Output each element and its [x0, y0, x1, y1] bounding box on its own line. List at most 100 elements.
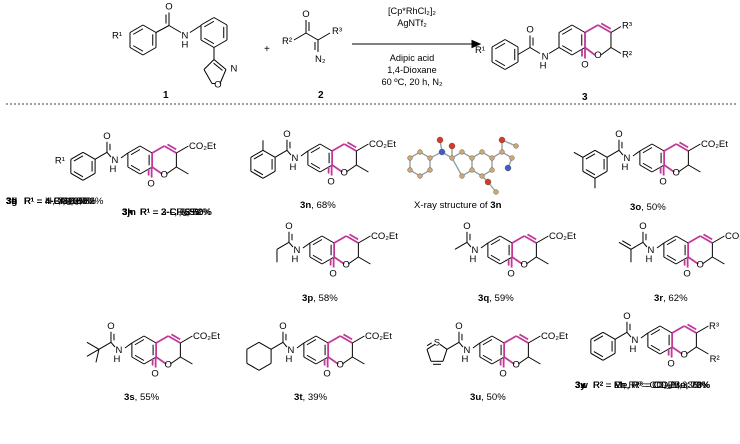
bond [203, 69, 213, 84]
bond [696, 325, 709, 334]
bond [688, 143, 701, 152]
bond [143, 335, 157, 344]
highlight-bond [327, 335, 341, 344]
xray-caption: X-ray structure of 3n [414, 200, 502, 211]
amide-oxygen: O [285, 221, 292, 232]
amide-oxygen: O [103, 131, 110, 142]
ketone-o: O [302, 9, 309, 20]
bond [274, 149, 288, 158]
xray-bond [451, 157, 463, 177]
bond [303, 335, 317, 344]
amide-n: N [464, 345, 471, 356]
amide-n: N [112, 155, 119, 166]
xray-atom [469, 155, 475, 161]
bond [253, 153, 264, 160]
compound-3q-label: 3q, 59% [478, 293, 514, 304]
xray-atom [479, 149, 485, 155]
bond [312, 254, 323, 261]
bond [307, 143, 321, 152]
bond-layer [6, 12, 736, 371]
bond [632, 150, 641, 157]
bond [358, 235, 371, 244]
amide-h: H [110, 164, 117, 175]
bond [131, 356, 145, 365]
amide-n: N [648, 245, 655, 256]
bond [529, 47, 541, 54]
ester-label: CO₂Et [371, 231, 398, 242]
bond [300, 150, 309, 157]
thiophene-s: S [434, 337, 440, 348]
ester-label: CO₂Et [549, 231, 576, 242]
bond [479, 335, 493, 344]
bond [659, 346, 673, 355]
bond [306, 339, 317, 346]
bond [282, 341, 288, 348]
bond [594, 170, 608, 179]
bond [73, 171, 84, 178]
ring-oxygen: O [343, 260, 350, 271]
ester-label: CO₂Et [541, 331, 568, 342]
bond [712, 256, 725, 265]
highlight-bond [343, 333, 353, 341]
bond [571, 47, 586, 56]
bond [129, 47, 144, 56]
bond [129, 24, 144, 33]
ring-oxygen: O [594, 50, 601, 61]
bond [490, 254, 501, 261]
highlight-bond [163, 145, 177, 154]
bond [131, 335, 145, 344]
bond [213, 59, 227, 70]
temperature-time-label: 60 ºC, 20 h, N₂ [381, 77, 443, 87]
bond [139, 166, 153, 175]
additive-label: AgNTf₂ [397, 18, 427, 28]
ring-oxygen: O [681, 350, 688, 361]
bond [696, 346, 709, 355]
highlight-bond [331, 143, 345, 152]
carbonyl-oxygen: O [667, 359, 674, 370]
highlight-bond [597, 24, 612, 34]
bond [688, 164, 701, 173]
bond [347, 256, 359, 265]
bond [491, 39, 506, 48]
xray-atom [484, 178, 492, 186]
bond [571, 24, 586, 33]
bond [120, 152, 129, 159]
bond [650, 344, 661, 351]
bond [675, 235, 689, 244]
bond [712, 235, 725, 244]
ring-oxygen: O [673, 168, 680, 179]
bond [356, 164, 369, 173]
highlight-bond [511, 256, 523, 265]
amide-h: H [462, 354, 469, 365]
ester-label: CO₂Et [365, 331, 392, 342]
bond [250, 170, 264, 179]
amide-n: N [292, 153, 299, 164]
amide-oxygen: O [615, 129, 622, 140]
bond [203, 37, 215, 45]
bond [70, 172, 84, 181]
highlight-bond [584, 24, 599, 34]
bond [319, 143, 333, 152]
ring-oxygen: O [161, 170, 168, 181]
carbonyl-oxygen: O [151, 369, 158, 380]
highlight-bond [151, 166, 163, 175]
carbonyl-oxygen: O [581, 60, 588, 71]
bond [86, 341, 100, 350]
xray-atom [509, 155, 515, 161]
bond [94, 151, 108, 160]
bond [562, 45, 573, 52]
reagent-1-label: 1 [163, 90, 169, 101]
highlight-bond [331, 164, 343, 173]
xray-atom [498, 136, 506, 144]
bond [600, 47, 612, 56]
r2-label: R² [622, 50, 632, 61]
ring-oxygen: O [337, 360, 344, 371]
bond [246, 362, 260, 371]
bond [203, 20, 215, 28]
bond [142, 47, 157, 56]
highlight-bond [703, 233, 713, 241]
